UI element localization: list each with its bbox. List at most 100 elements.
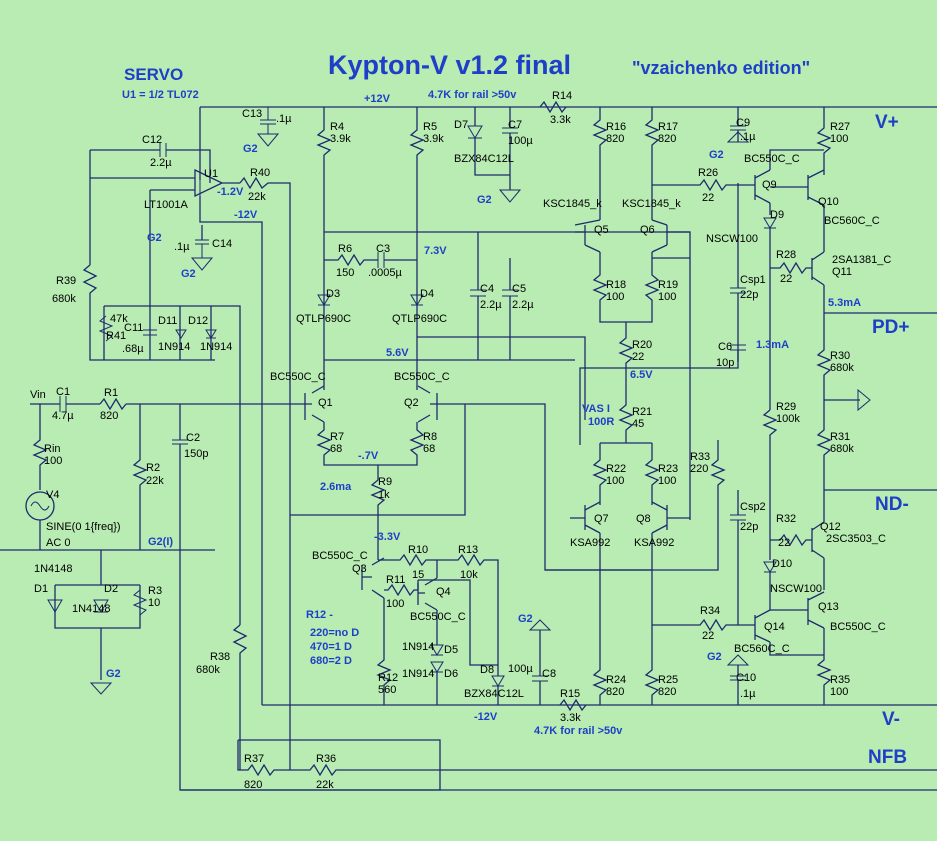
part-value: 1k [378,489,390,501]
part-ref: R14 [552,90,572,102]
part-ref: R24 [606,674,626,686]
part-ref: R20 [632,339,652,351]
part-value: 4.7µ [52,410,74,422]
part-ref: Q10 [818,196,839,208]
gnd-label: G2 [243,143,258,155]
part-ref: C1 [56,386,70,398]
part-ref: R22 [606,463,626,475]
part-C9: C9.1µ [736,117,756,143]
part-ref: R33 [690,451,710,463]
part-value: 10k [460,569,478,581]
part-ref: R34 [700,605,720,617]
note-r12-1: R12 - [306,609,333,621]
part-ref: Q6 [640,224,655,236]
part-ref: R5 [423,121,437,133]
part-value: 820 [244,779,262,791]
part-ref: C6 [718,341,732,353]
part-C4: C42.2µ [480,283,502,311]
part-value: QTLP690C [296,313,351,325]
part-value: 680k [830,443,854,455]
part-ref: D2 [104,583,118,595]
part-value: 1N914 [402,668,434,680]
part-ref: R17 [658,121,678,133]
part-value: 3.9k [423,133,444,145]
part-ref: R13 [458,544,478,556]
part-ref: Q8 [636,513,651,525]
part-value: KSC1845_k [622,198,681,210]
part-value: 100 [386,598,404,610]
note-ma26: 2.6ma [320,481,352,493]
rail-vminus: V- [882,709,900,730]
part-value: BC550C_C [312,550,368,562]
part-value: .68µ [122,343,144,355]
part-ref: Q3 [352,563,367,575]
servo-note: U1 = 1/2 TL072 [122,89,199,101]
part-value: BC550C_C [270,371,326,383]
part-value: NSCW100 [770,583,822,595]
part-value: 1N914 [402,641,434,653]
note-minus12b: -12V [474,711,498,723]
part-ref: C9 [736,117,750,129]
part-value: .1µ [740,688,756,700]
part-C11: C11.68µ [122,322,144,355]
part-ref: C8 [542,668,556,680]
part-value: 100 [606,475,624,487]
part-ref: C2 [186,432,200,444]
part-value: 3.9k [330,133,351,145]
part-value: 680k [830,362,854,374]
part-value: 100 [44,455,62,467]
part-ref: D8 [480,664,494,676]
part-R4: R43.9k [330,121,351,145]
part-C14: C14.1µ [174,238,232,253]
part-ref: R37 [244,753,264,765]
part-value: 680k [196,664,220,676]
gnd-label: G2 [181,268,196,280]
part-ref: C4 [480,283,494,295]
rail-ndminus: ND- [875,494,909,515]
part-ref: Q2 [404,397,419,409]
part-value: 100µ [508,135,533,147]
note-vm7: -.7V [358,450,379,462]
part-value: 820 [100,410,118,422]
edition-label: "vzaichenko edition" [632,58,810,78]
part-ref: Rin [44,443,61,455]
part-ref: D1 [34,583,48,595]
gnd-label: G2 [147,232,162,244]
part-ref: Q5 [594,224,609,236]
part-value: BC560C_C [824,215,880,227]
part-value: 1N4148 [34,563,73,575]
part-ref: R39 [56,275,76,287]
part-value: 2SC3503_C [826,533,886,545]
part-value: 150 [336,267,354,279]
part-value: 68 [423,443,435,455]
part-ref: Q11 [832,266,852,278]
part-value: 1N914 [200,341,232,353]
part-value: 100 [658,291,676,303]
part-value: 22k [316,779,334,791]
part-value: 2.2µ [512,299,534,311]
part-value: 1N4148 [72,603,111,615]
part-value: 22 [778,537,790,549]
